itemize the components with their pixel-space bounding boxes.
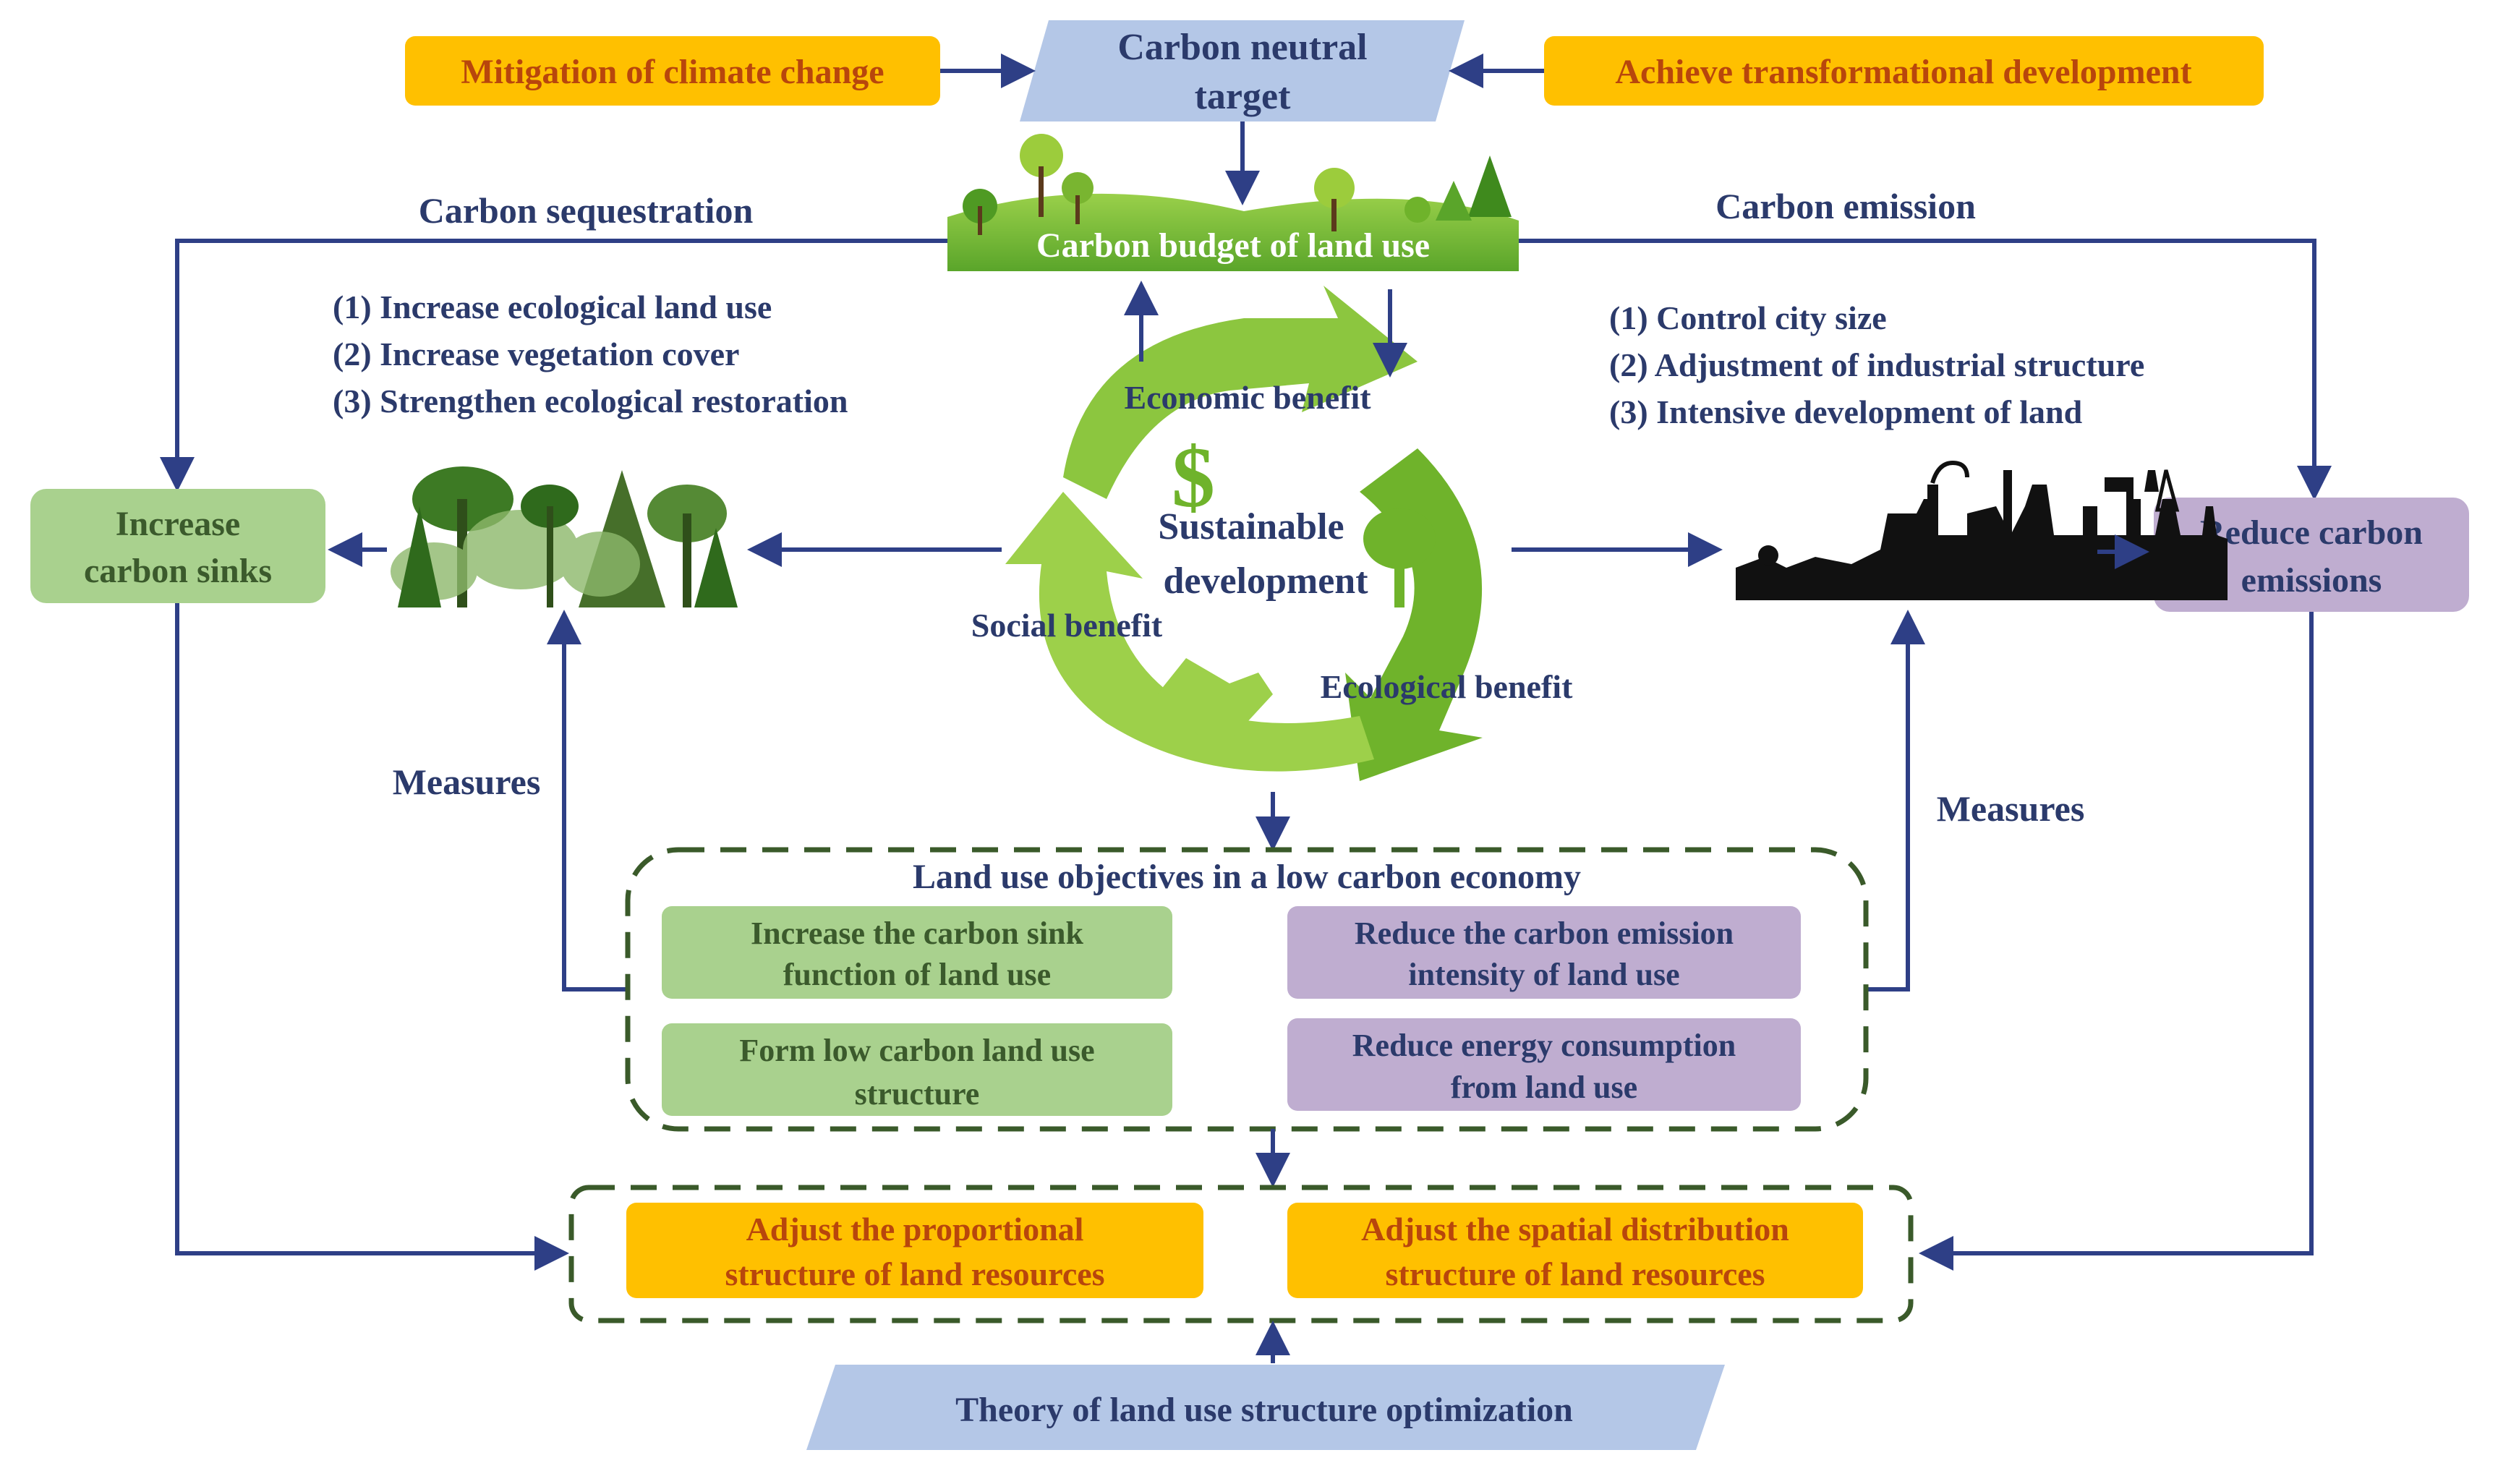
economic-benefit-label: Economic benefit — [1124, 379, 1371, 416]
reduce-line2: emissions — [2241, 561, 2382, 600]
arrow-budget-to-reduce — [1519, 239, 2332, 500]
objective-purple-2: Reduce energy consumption from land use — [1287, 1018, 1801, 1111]
objective-green-1-line2: function of land use — [783, 957, 1051, 992]
theory-label: Theory of land use structure optimizatio… — [955, 1391, 1573, 1429]
carbon-neutral-target-box: Carbon neutral target — [1020, 20, 1465, 121]
factory-icon — [1736, 460, 2228, 600]
objectives-title: Land use objectives in a low carbon econ… — [913, 858, 1581, 896]
cycle-center-line1: Sustainable — [1158, 506, 1344, 547]
arrow-budget-to-sinks — [160, 239, 947, 492]
emission-title: Carbon emission — [1715, 186, 1976, 226]
objective-purple-2-line1: Reduce energy consumption — [1352, 1028, 1736, 1063]
landscape-icon: Carbon budget of land use — [947, 134, 1519, 271]
recycle-icon: $ Sustainable development Economic benef… — [971, 286, 1573, 781]
sinks-line1: Increase — [116, 505, 240, 543]
reduce-carbon-emissions-box: Reduce carbon emissions — [2154, 498, 2469, 612]
adjust-panel: Adjust the proportional structure of lan… — [568, 1185, 1914, 1323]
top-left-box: Mitigation of climate change — [405, 36, 940, 106]
objective-green-2: Form low carbon land use structure — [662, 1023, 1172, 1116]
adjust-left-line2: structure of land resources — [725, 1255, 1104, 1292]
top-left-label: Mitigation of climate change — [461, 53, 884, 91]
adjust-right-line1: Adjust the spatial distribution — [1361, 1211, 1789, 1248]
emission-item: (2) Adjustment of industrial structure — [1609, 346, 2144, 383]
objective-purple-1-line1: Reduce the carbon emission — [1355, 916, 1734, 951]
sequestration-title: Carbon sequestration — [419, 190, 754, 231]
arrow-reduce-to-adjust — [1919, 612, 2314, 1271]
cycle-center-line2: development — [1163, 560, 1368, 602]
emission-item: (3) Intensive development of land — [1609, 393, 2083, 430]
emission-item: (1) Control city size — [1609, 299, 1887, 336]
sequestration-item: (1) Increase ecological land use — [333, 289, 772, 325]
reduce-line1: Reduce carbon — [2200, 513, 2423, 552]
objective-purple-1-line2: intensity of land use — [1408, 957, 1679, 992]
ecological-benefit-label: Ecological benefit — [1321, 668, 1573, 705]
adjust-left-box: Adjust the proportional structure of lan… — [626, 1203, 1203, 1298]
measures-right-label: Measures — [1937, 788, 2085, 829]
trees-icon — [391, 466, 738, 607]
adjust-right-line2: structure of land resources — [1385, 1255, 1765, 1292]
arrow-sinks-to-adjust — [175, 603, 569, 1271]
target-label-line2: target — [1195, 76, 1291, 117]
objective-green-1: Increase the carbon sink function of lan… — [662, 906, 1172, 999]
objective-purple-2-line2: from land use — [1451, 1070, 1637, 1105]
top-right-label: Achieve transformational development — [1615, 53, 2191, 91]
objective-green-2-line2: structure — [855, 1076, 980, 1112]
sequestration-item: (2) Increase vegetation cover — [333, 336, 739, 372]
arrow-objectives-to-forest — [547, 610, 628, 992]
target-label-line1: Carbon neutral — [1117, 27, 1367, 68]
adjust-left-line1: Adjust the proportional — [746, 1211, 1084, 1248]
measures-left-label: Measures — [393, 762, 541, 802]
objective-green-1-line1: Increase the carbon sink — [751, 916, 1084, 951]
adjust-right-box: Adjust the spatial distribution structur… — [1287, 1203, 1863, 1298]
budget-label: Carbon budget of land use — [1036, 226, 1430, 265]
objective-purple-1: Reduce the carbon emission intensity of … — [1287, 906, 1801, 999]
handshake-icon — [1157, 658, 1273, 741]
theory-box: Theory of land use structure optimizatio… — [806, 1365, 1725, 1450]
top-right-box: Achieve transformational development — [1544, 36, 2264, 106]
objectives-panel: Land use objectives in a low carbon econ… — [625, 847, 1869, 1132]
sequestration-list: (1) Increase ecological land use (2) Inc… — [333, 289, 848, 419]
sinks-line2: carbon sinks — [84, 552, 272, 590]
dollar-icon: $ — [1172, 429, 1215, 525]
sequestration-item: (3) Strengthen ecological restoration — [333, 383, 848, 419]
emission-list: (1) Control city size (2) Adjustment of … — [1609, 299, 2144, 430]
tree-icon — [1363, 508, 1436, 607]
arrow-objectives-to-factory — [1866, 610, 1925, 992]
social-benefit-label: Social benefit — [971, 607, 1163, 644]
objective-green-2-line1: Form low carbon land use — [739, 1033, 1094, 1068]
increase-carbon-sinks-box: Increase carbon sinks — [30, 489, 325, 603]
